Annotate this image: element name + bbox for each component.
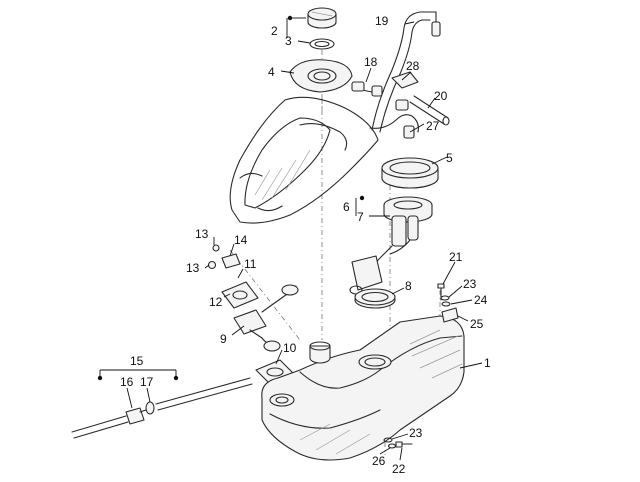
callout-14: 14	[234, 233, 248, 247]
callout-10: 10	[283, 341, 297, 355]
callout-1: 1	[484, 356, 491, 370]
breather-hose-19	[409, 95, 450, 126]
callout-15: 15	[130, 354, 144, 368]
filler-gasket	[289, 59, 353, 93]
callout-26: 26	[372, 454, 386, 468]
level-sender-clip-14	[212, 244, 241, 269]
level-sender-screw-13	[207, 260, 217, 270]
callout-13-upper: 13	[195, 227, 209, 241]
fuel-pump-assembly	[349, 196, 433, 295]
callout-8: 8	[405, 279, 412, 293]
fuel-cap	[307, 7, 337, 29]
callout-22: 21	[449, 250, 463, 264]
callout-24: 24	[474, 293, 488, 307]
group-bracket-2-3	[286, 15, 306, 38]
callout-23-lower: 23	[409, 426, 423, 440]
callout-17: 17	[140, 375, 154, 389]
callout-18: 18	[364, 55, 378, 69]
hose-clamp-17	[145, 401, 155, 415]
callout-2: 2	[271, 24, 278, 38]
cap-seal-ring	[309, 38, 335, 50]
callout-9: 9	[220, 332, 227, 346]
washer-23-lower	[383, 437, 393, 443]
callout-27: 27	[426, 119, 440, 133]
hose-27-28	[369, 71, 419, 139]
hose-20	[371, 11, 441, 133]
bracket-25	[441, 307, 459, 323]
callout-19: 20	[434, 89, 448, 103]
pump-seal-ring	[354, 288, 396, 309]
fuel-tank	[261, 315, 465, 461]
callout-21: 22	[392, 462, 406, 476]
callout-12: 12	[209, 295, 223, 309]
pump-ring-nut	[381, 157, 439, 189]
washer-26	[387, 443, 397, 449]
callout-11: 11	[244, 257, 257, 271]
group-bracket-6-7	[355, 195, 365, 216]
callout-numbers: 2 3 4 19 18 28 20 27 5 6 7 8 13 14 13 11…	[120, 14, 491, 476]
washer-23-upper	[440, 295, 450, 301]
callout-7: 7	[357, 210, 364, 224]
callout-23-upper: 23	[463, 277, 477, 291]
callout-28: 28	[406, 59, 420, 73]
group-bracket-15	[97, 369, 179, 381]
callout-20: 19	[375, 14, 389, 28]
frame-shell	[229, 96, 379, 224]
callout-5: 5	[446, 151, 453, 165]
callout-16: 16	[120, 375, 134, 389]
callout-25: 25	[470, 317, 484, 331]
callout-6: 6	[343, 200, 350, 214]
hose-18-connector	[351, 81, 383, 97]
callout-3: 3	[285, 34, 292, 48]
washer-24	[441, 301, 451, 307]
level-sender-gasket-11-12	[221, 281, 259, 309]
callout-4: 4	[268, 65, 275, 79]
leader-lines	[126, 21, 483, 461]
bolt-21	[395, 441, 413, 448]
vent-line-15	[71, 377, 253, 439]
fuel-filter-16	[125, 407, 147, 425]
callout-13-lower: 13	[186, 261, 200, 275]
